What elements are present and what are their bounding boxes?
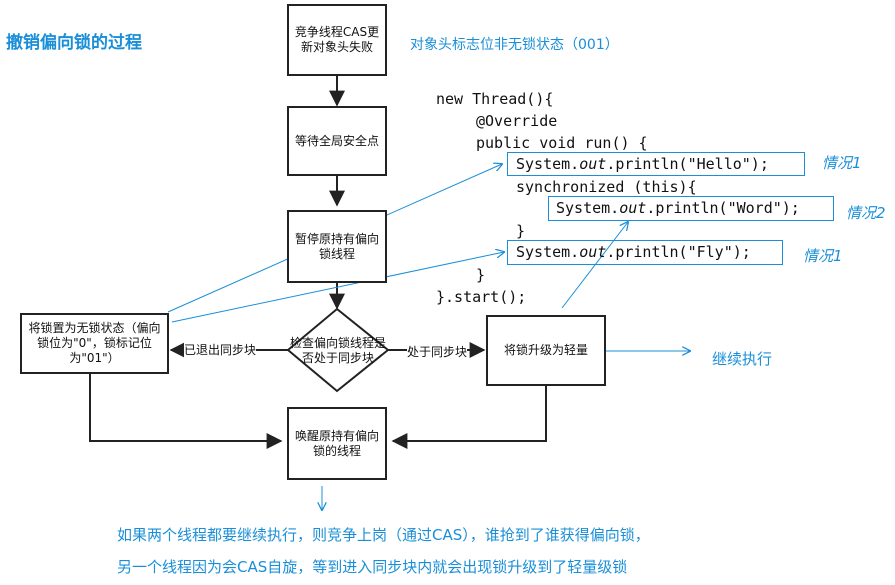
code-line-start: }.start();	[436, 288, 527, 306]
bottom-note-line1: 如果两个线程都要继续执行，则竞争上岗（通过CAS），谁抢到了谁获得偏向锁，	[117, 526, 650, 544]
node-safepoint: 等待全局安全点	[287, 106, 387, 176]
code-box-word	[548, 196, 834, 221]
edge-label-exited: 已退出同步块	[184, 341, 257, 358]
code-line-new-thread: new Thread(){	[436, 90, 554, 108]
blue-link-fly	[171, 252, 504, 323]
code-line-close-run: }	[476, 266, 486, 284]
code-line-close-sync: }	[516, 222, 526, 240]
page-title: 撤销偏向锁的过程	[6, 33, 142, 53]
decision-diamond	[286, 307, 390, 393]
case-label-hello: 情况1	[822, 154, 862, 172]
code-line-override: @Override	[476, 112, 558, 130]
code-line-word: System.out.println("Word");	[556, 199, 800, 217]
edge-n5-n7	[89, 374, 283, 449]
edge-n6-n7	[391, 385, 547, 449]
node-check-sync: 检查偏向锁线程是否处于同步块	[289, 336, 386, 365]
edge-label-inside: 处于同步块	[407, 343, 468, 360]
node-suspend-thread: 暂停原持有偏向锁线程	[287, 210, 387, 283]
continue-label: 继续执行	[712, 350, 773, 368]
blue-link-word	[561, 222, 628, 309]
node-set-unlocked: 将锁置为无锁状态（偏向锁位为"0"，锁标记位为"01"）	[20, 313, 169, 374]
code-line-fly: System.out.println("Fly");	[516, 243, 751, 261]
case-label-fly: 情况1	[803, 247, 843, 265]
code-box-hello	[507, 152, 805, 176]
node-wake-thread: 唤醒原持有偏向锁的线程	[287, 407, 387, 480]
code-line-run: public void run() {	[476, 134, 648, 152]
node-upgrade-lightweight: 将锁升级为轻量	[486, 315, 606, 386]
bottom-note-line2: 另一个线程因为会CAS自旋，等到进入同步块内就会出现锁升级到了轻量级锁	[117, 558, 628, 576]
node-cas-fail: 竞争线程CAS更新对象头失败	[287, 4, 387, 76]
code-line-hello: System.out.println("Hello");	[516, 155, 769, 173]
code-box-fly	[507, 240, 783, 265]
case-label-word: 情况2	[846, 204, 886, 222]
status-note: 对象头标志位非无锁状态（001）	[410, 37, 619, 53]
code-line-synchronized: synchronized (this){	[516, 178, 697, 196]
